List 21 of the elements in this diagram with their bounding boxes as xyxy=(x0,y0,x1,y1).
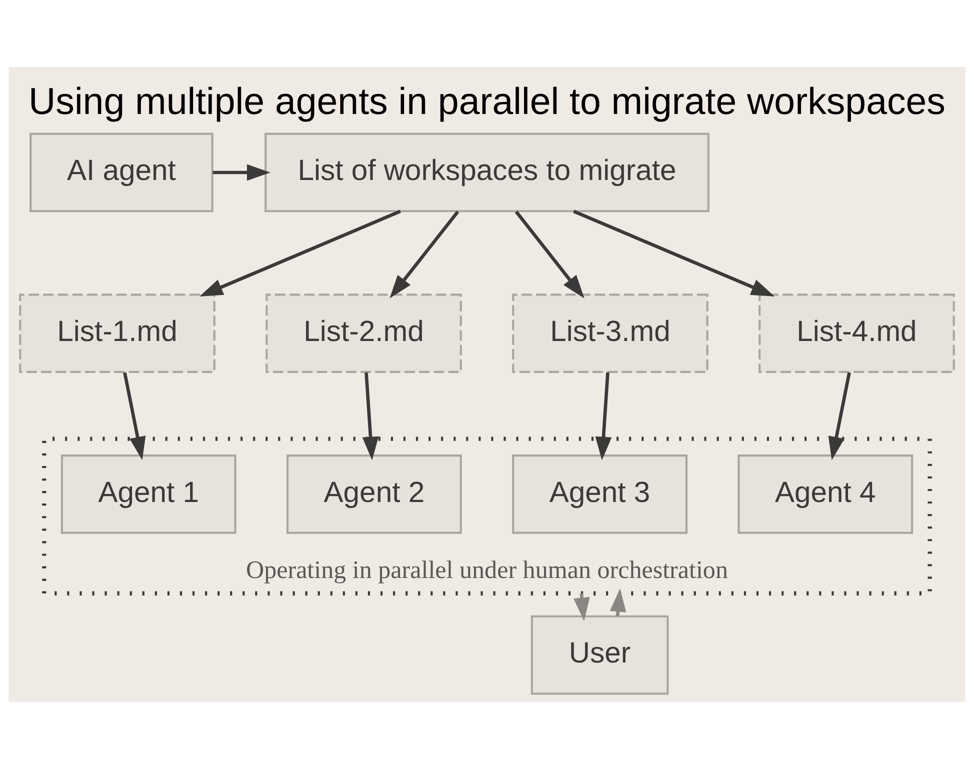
arrow xyxy=(390,210,460,298)
node-box: List-3.md xyxy=(512,293,708,372)
arrow xyxy=(123,372,146,460)
arrow xyxy=(573,209,775,296)
node-box: Agent 1 xyxy=(60,454,236,534)
arrow xyxy=(212,164,270,180)
arrow xyxy=(595,372,612,460)
node-box: List-4.md xyxy=(758,293,955,372)
arrow xyxy=(199,209,401,296)
node-box: List of workspaces to migrate xyxy=(264,132,710,212)
arrow xyxy=(362,372,379,460)
node-box: List-1.md xyxy=(19,293,216,372)
node-box: List-2.md xyxy=(266,293,462,372)
node-box: User xyxy=(530,614,669,694)
node-box: Agent 4 xyxy=(738,454,914,534)
node-box: Agent 3 xyxy=(512,454,688,534)
arrow xyxy=(514,210,584,298)
node-box: AI agent xyxy=(30,132,214,212)
arrow xyxy=(828,372,851,460)
node-box: Agent 2 xyxy=(286,454,462,534)
diagram-title: Using multiple agents in parallel to migrate workspaces xyxy=(28,79,946,122)
